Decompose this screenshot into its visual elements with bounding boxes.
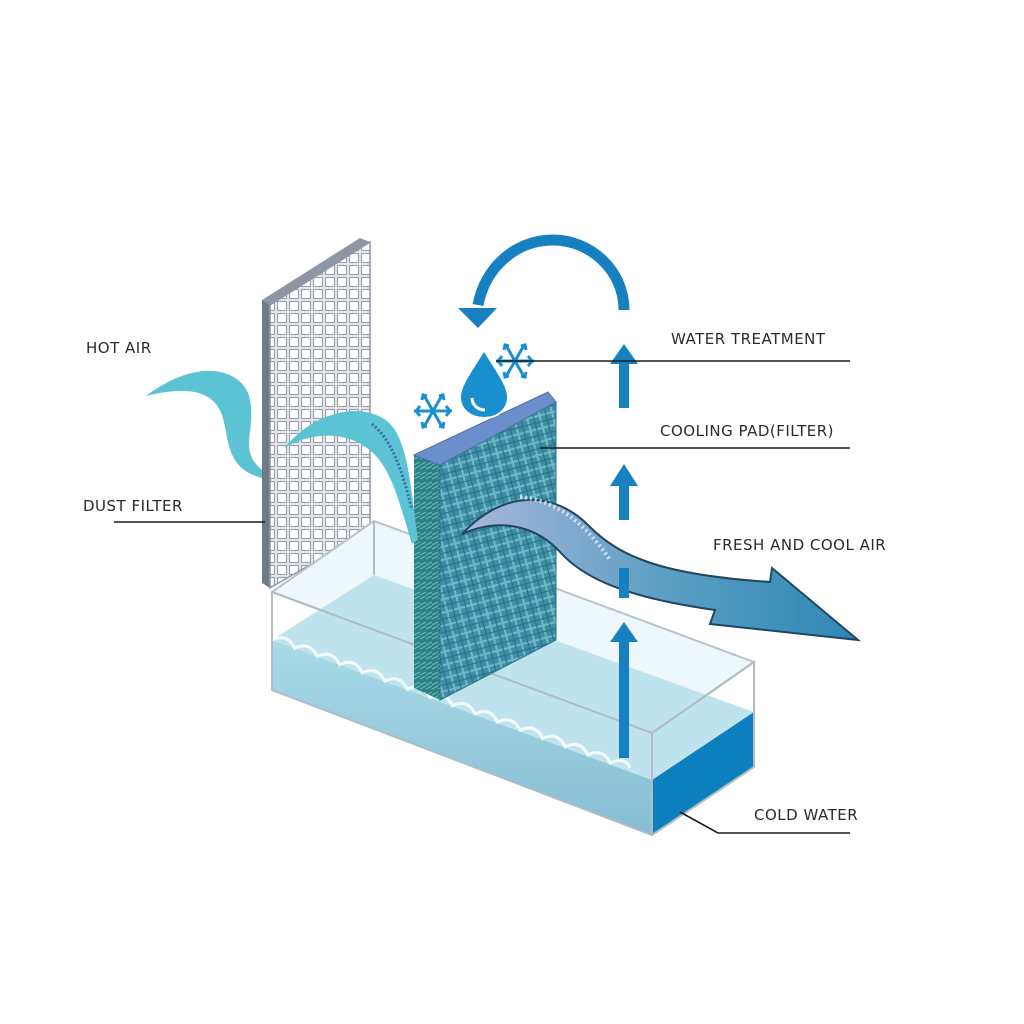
water-flow-arrows <box>610 344 638 758</box>
hot-air-wave-icon <box>146 370 262 478</box>
snowflake-icon <box>414 393 452 429</box>
recirculation-arrow-icon <box>458 234 630 328</box>
label-cold-water: COLD WATER <box>754 806 858 824</box>
label-dust-filter: DUST FILTER <box>83 497 183 515</box>
cooling-pad <box>412 391 557 701</box>
water-drop-icon <box>458 348 510 420</box>
label-water-treatment: WATER TREATMENT <box>671 330 826 348</box>
label-hot-air: HOT AIR <box>86 339 152 357</box>
cold-water-leader <box>679 811 850 834</box>
air-flow-wave-icon <box>284 410 418 544</box>
fresh-air-arrow <box>461 498 862 642</box>
dust-filter-panel <box>262 238 371 590</box>
label-cooling-pad: COOLING PAD(FILTER) <box>660 422 834 440</box>
label-fresh-cool-air: FRESH AND COOL AIR <box>713 536 886 554</box>
